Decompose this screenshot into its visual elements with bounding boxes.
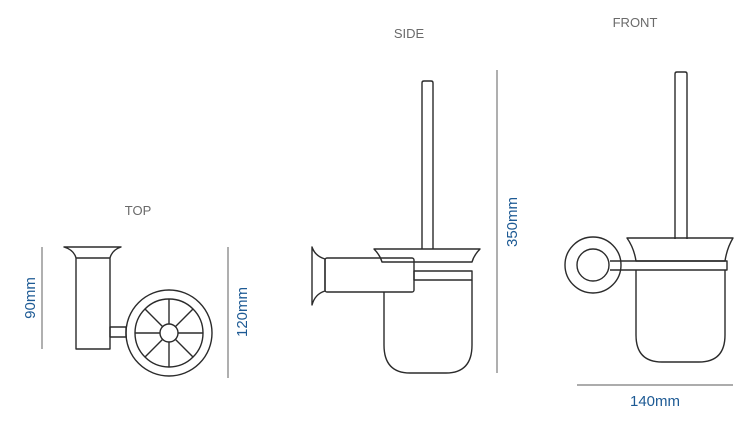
side-view-label: SIDE [394,26,425,41]
top-wall-plate [125,289,213,377]
front-view-label: FRONT [613,15,658,30]
side-arm [324,257,415,293]
side-brush-handle [421,80,434,249]
side-wall-plate [311,246,326,306]
front-cup-flare [626,237,734,262]
front-wall-plate [564,236,622,294]
side-height-dimension: 350mm [504,197,521,247]
front-view: FRONT 140mm [564,15,734,410]
top-spokes [135,299,203,367]
side-cup-body [383,280,473,374]
front-cup-body [635,270,726,363]
top-depth-dimension: 120mm [234,287,251,337]
front-wall-plate-inner [576,248,610,282]
top-view: TOP 90mm 120mm [22,203,251,378]
top-cup-outline [63,246,122,350]
front-brush-handle [674,71,688,239]
top-view-label: TOP [125,203,152,218]
side-cup-flare [373,248,481,263]
front-holder-ring [610,260,728,271]
side-holder-ring [413,270,473,281]
side-view: SIDE 350mm [311,26,521,374]
top-height-dimension: 90mm [22,277,39,319]
top-hub [159,323,179,343]
top-connector-arm [109,326,127,338]
front-width-dimension: 140mm [630,393,680,410]
